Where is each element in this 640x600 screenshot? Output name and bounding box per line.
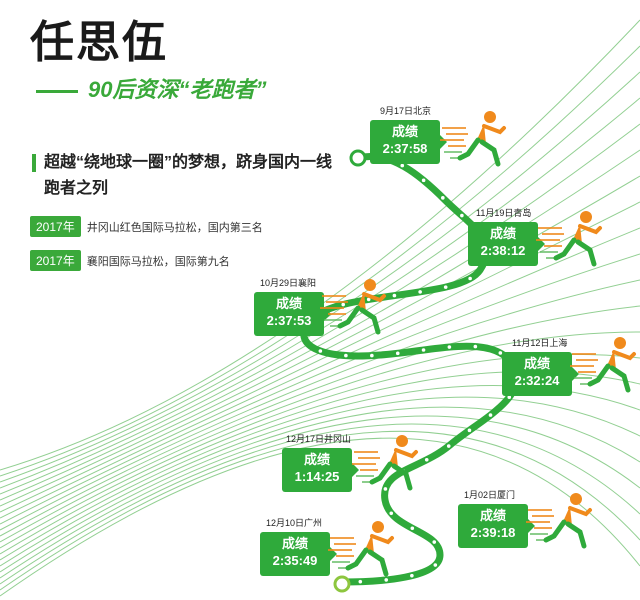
track-dot — [468, 276, 472, 281]
track-dot — [366, 297, 371, 302]
track-dot — [383, 487, 388, 491]
track-dot — [370, 353, 374, 358]
race-time: 1:14:25 — [294, 469, 340, 484]
race-card: 成绩 2:32:24 — [502, 352, 579, 396]
track-dot — [318, 349, 323, 353]
decorative-line — [0, 406, 640, 573]
achievement-item: 2017年襄阳国际马拉松，国际第九名 — [30, 250, 230, 271]
runner-icon — [352, 435, 418, 491]
headline-text: 超越“绕地球一圈”的梦想，跻身国内一线跑者之列 — [44, 154, 333, 197]
track-dot — [488, 413, 493, 417]
track-dot — [447, 345, 452, 349]
race-date: 12月17日井冈山 — [286, 434, 352, 444]
achievement-text: 井冈山红色国际马拉松，国内第三名 — [86, 222, 263, 234]
result-label: 成绩 — [275, 296, 302, 311]
track-dot — [441, 196, 445, 200]
race-date: 11月12日上海 — [512, 338, 568, 348]
track-dot — [507, 395, 512, 399]
subtitle: 90后资深“老跑者” — [36, 72, 266, 104]
track-dot — [460, 213, 464, 218]
race-time: 2:37:53 — [266, 313, 312, 328]
track-dot — [467, 428, 472, 433]
race-card: 成绩 2:37:58 — [370, 120, 447, 164]
achievement-text: 襄阳国际马拉松，国际第九名 — [86, 256, 230, 268]
track-dot — [410, 573, 414, 578]
result-label: 成绩 — [523, 356, 550, 371]
decorative-line — [0, 423, 640, 585]
runner-icon — [320, 279, 386, 335]
race-time: 2:35:49 — [272, 553, 318, 568]
track-dot — [498, 351, 503, 355]
race-card: 成绩 2:37:53 — [254, 292, 331, 336]
track-end-marker — [333, 575, 351, 593]
decorative-line — [0, 396, 640, 567]
decorative-line — [0, 149, 640, 501]
race-card: 成绩 2:39:18 — [458, 504, 535, 548]
track-dot — [446, 444, 451, 448]
runner-icon — [328, 521, 394, 577]
page-title: 任思伍 — [30, 17, 168, 68]
decorative-line — [0, 415, 640, 579]
race-time: 2:37:58 — [382, 141, 428, 156]
result-label: 成绩 — [479, 508, 506, 523]
track-dot — [433, 563, 438, 567]
decorative-line — [0, 123, 640, 495]
race-card: 成绩 2:38:12 — [468, 222, 545, 266]
runner-icon — [536, 211, 602, 267]
race-time: 2:39:18 — [470, 525, 516, 540]
decorative-line — [0, 279, 640, 531]
decorative-line — [0, 175, 640, 507]
track-dot — [410, 526, 415, 531]
decorative-line — [0, 227, 640, 519]
race-date: 9月17日北京 — [380, 106, 432, 116]
track-dot — [389, 511, 394, 516]
track-dot — [421, 178, 426, 183]
achievement-year: 2017年 — [30, 250, 81, 271]
result-label: 成绩 — [281, 536, 308, 551]
decorative-line — [0, 430, 640, 591]
track-dot — [341, 302, 346, 307]
track-dot — [424, 457, 429, 462]
track-dot — [395, 351, 400, 356]
track-dot — [384, 578, 389, 582]
runner-icon — [526, 493, 592, 549]
decorative-line — [0, 253, 640, 525]
race-date: 1月02日厦门 — [464, 490, 516, 500]
result-label: 成绩 — [391, 124, 418, 139]
track-dot — [473, 344, 478, 349]
runner-icon — [440, 111, 506, 167]
track-start-marker — [349, 149, 367, 167]
track-dot — [358, 579, 363, 584]
track-dot — [392, 293, 397, 298]
runner-icon — [570, 337, 636, 393]
decorative-line — [0, 305, 640, 537]
achievement-year: 2017年 — [30, 216, 81, 237]
track-dot — [443, 285, 448, 289]
decorative-line — [0, 331, 640, 543]
subtitle-dash — [36, 89, 78, 93]
race-time: 2:32:24 — [514, 373, 560, 388]
race-time: 2:38:12 — [480, 243, 526, 258]
headline: 超越“绕地球一圈”的梦想，跻身国内一线跑者之列 — [32, 150, 334, 202]
track-dot — [418, 290, 422, 294]
result-label: 成绩 — [489, 226, 516, 241]
headline-accent-bar — [32, 154, 36, 172]
race-date: 11月19日青岛 — [476, 208, 532, 218]
track-dot — [400, 163, 405, 168]
race-card: 成绩 2:35:49 — [260, 532, 337, 576]
result-label: 成绩 — [303, 452, 330, 467]
track-dot — [344, 353, 348, 358]
track-dot — [421, 348, 426, 352]
race-card: 成绩 1:14:25 — [282, 448, 359, 492]
achievement-item: 2017年井冈山红色国际马拉松，国内第三名 — [30, 216, 263, 237]
race-date: 10月29日襄阳 — [260, 278, 317, 288]
track-dot — [432, 540, 437, 544]
subtitle-text: 90后资深“老跑者” — [88, 77, 267, 102]
race-date: 12月10日广州 — [266, 518, 323, 528]
